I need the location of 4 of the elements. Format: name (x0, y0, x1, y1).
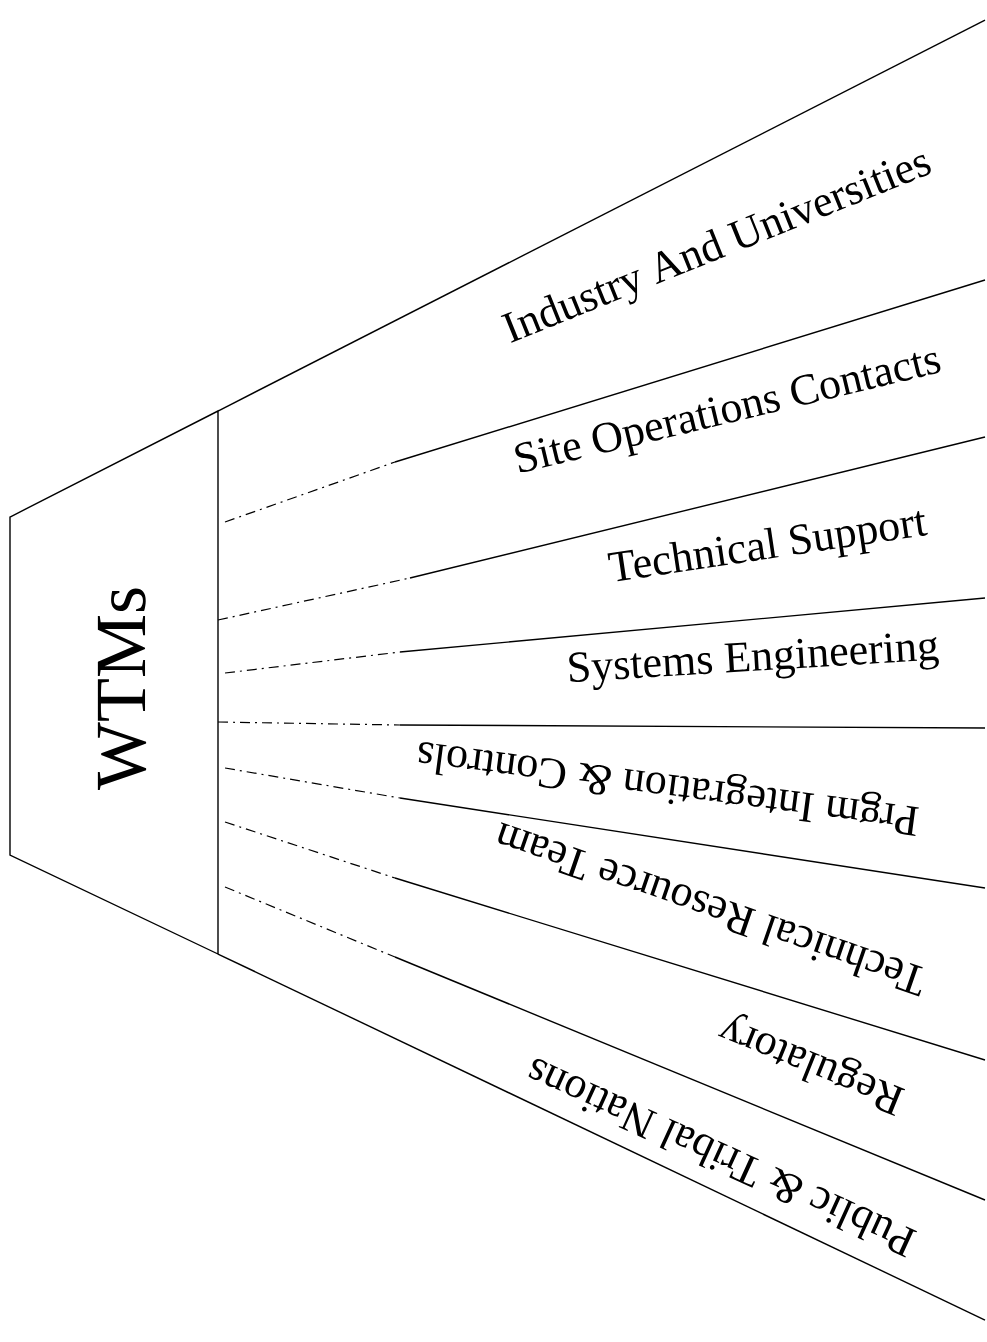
band-label: Systems Engineering (569, 633, 939, 690)
band-label: Technical Support (607, 511, 928, 582)
band-label: Site Operations Contacts (515, 352, 941, 473)
header-panel: WTMs (9, 409, 219, 956)
